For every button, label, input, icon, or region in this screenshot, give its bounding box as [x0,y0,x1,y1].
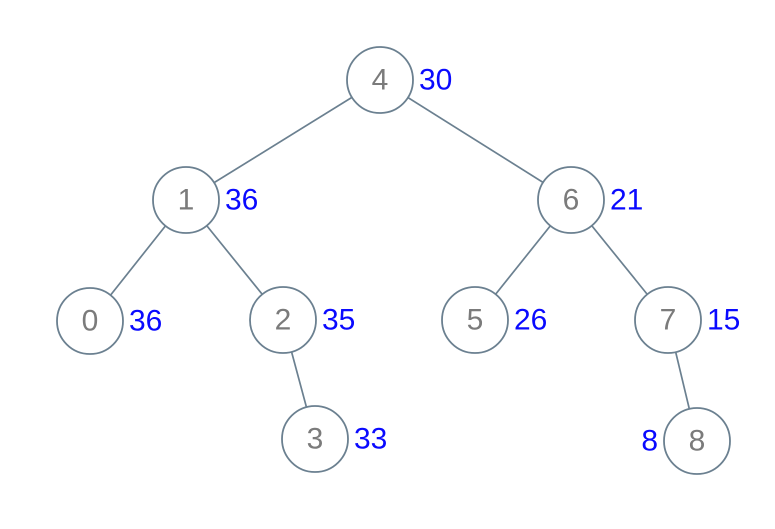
node-value-label: 15 [707,304,740,337]
tree-node-0: 0 36 [56,287,162,355]
node-id-label: 4 [372,64,389,97]
node-value-label: 26 [514,304,547,337]
node-circle [537,166,605,234]
tree-edge-4-1 [185,79,381,201]
node-id-label: 8 [689,425,706,458]
node-value-label: 8 [641,425,658,458]
node-circle [346,46,414,114]
node-id-label: 2 [275,304,292,337]
tree-node-2: 2 35 [249,286,355,354]
node-id-label: 7 [660,304,677,337]
node-value-label: 21 [610,184,643,217]
node-id-label: 1 [178,184,195,217]
tree-node-7: 7 15 [634,286,740,354]
node-circle [663,407,731,475]
node-value-label: 33 [354,423,387,456]
tree-node-6: 6 21 [537,166,643,234]
tree-node-4: 4 30 [346,46,452,114]
node-value-label: 30 [419,64,452,97]
node-id-label: 6 [563,184,580,217]
node-id-label: 3 [307,423,324,456]
node-circle [56,287,124,355]
node-circle [441,286,509,354]
node-circle [634,286,702,354]
tree-node-1: 1 36 [152,166,258,234]
node-circle [152,166,220,234]
node-circle [281,405,349,473]
tree-node-8: 88 [641,407,731,475]
node-id-label: 5 [467,304,484,337]
tree-node-5: 5 26 [441,286,547,354]
node-value-label: 36 [129,305,162,338]
node-value-label: 35 [322,304,355,337]
tree-edge-4-6 [379,79,572,201]
node-circle [249,286,317,354]
node-value-label: 36 [225,184,258,217]
node-id-label: 0 [82,305,99,338]
